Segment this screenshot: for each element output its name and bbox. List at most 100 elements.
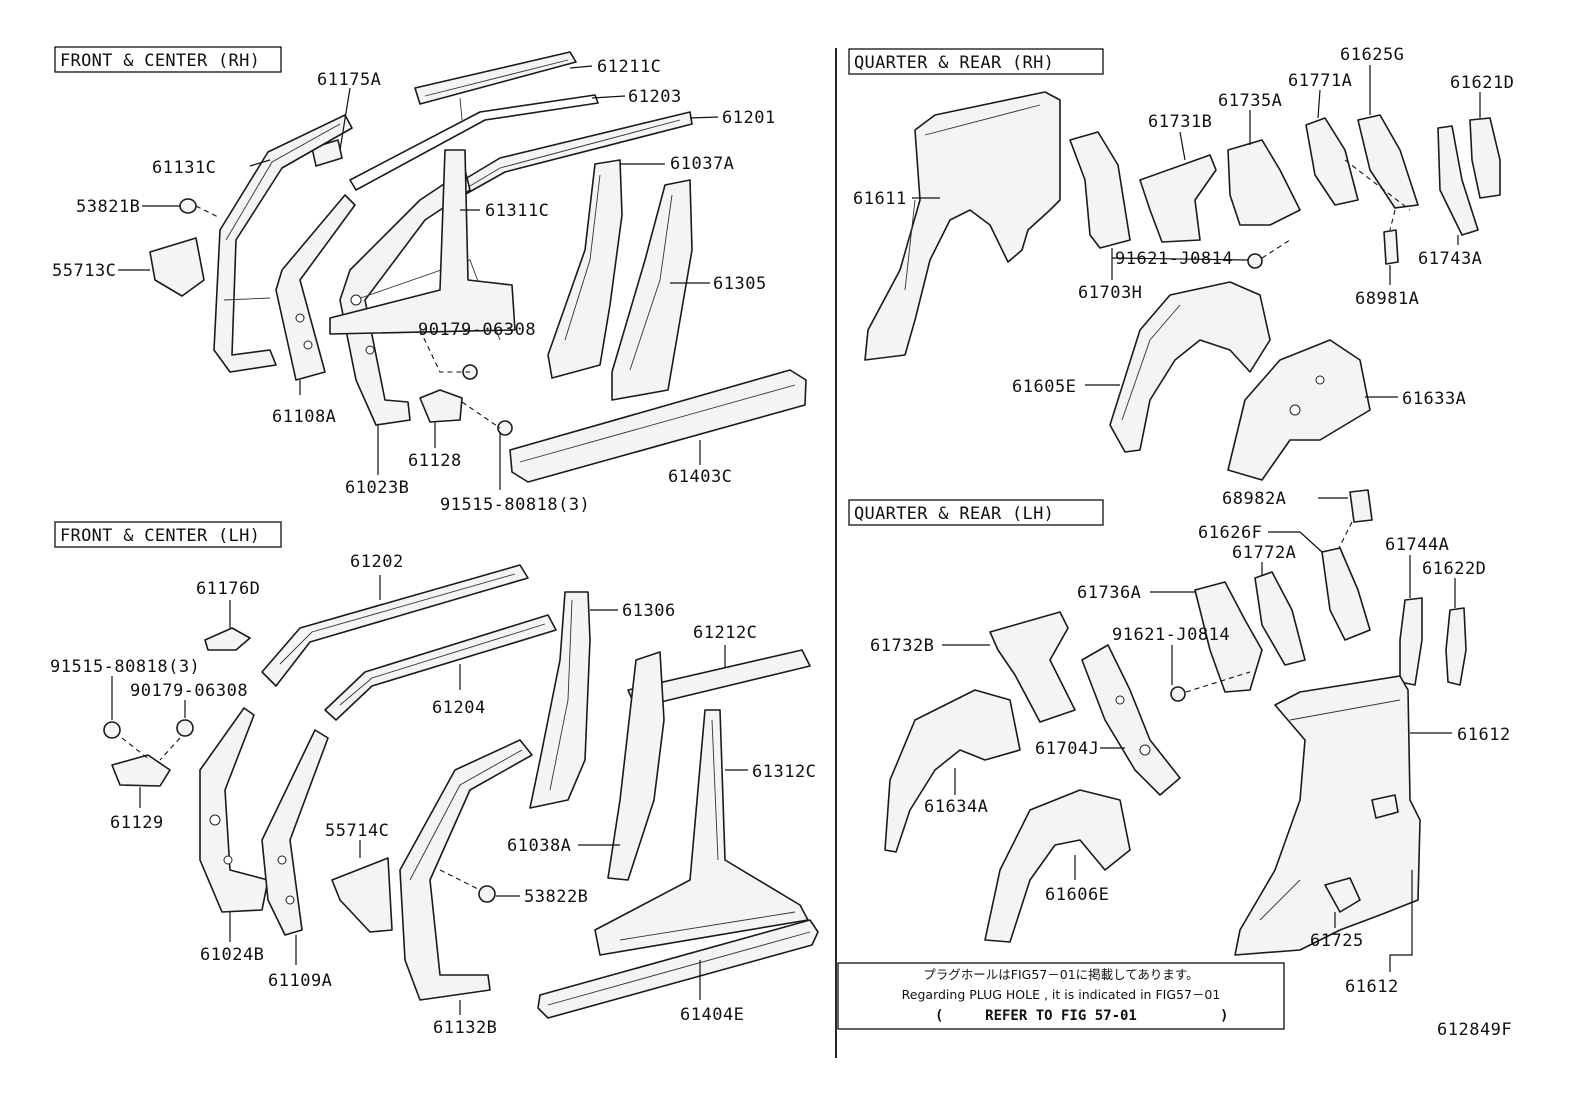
label-61108A: 61108A xyxy=(272,407,336,427)
part-61131C xyxy=(213,114,353,373)
part-61621D xyxy=(1469,117,1501,199)
leader-lines xyxy=(111,65,1481,1015)
part-61132B xyxy=(399,739,533,1001)
part-61203 xyxy=(349,94,599,191)
label-61744A: 61744A xyxy=(1385,535,1449,555)
label-61312C: 61312C xyxy=(752,762,816,782)
label-61732B: 61732B xyxy=(870,636,934,656)
part-61605E xyxy=(1109,281,1271,453)
part-61732B xyxy=(989,611,1076,723)
part-91621-rh xyxy=(1247,253,1263,269)
part-61305 xyxy=(611,179,693,401)
label-91621-J0814-lh: 91621-J0814 xyxy=(1112,625,1230,645)
part-68982A xyxy=(1349,489,1373,523)
part-61626F xyxy=(1321,547,1371,641)
label-61204: 61204 xyxy=(432,698,486,718)
label-61176D: 61176D xyxy=(196,579,260,599)
section-quarter-rear-lh: QUARTER & REAR (LH) xyxy=(848,499,1104,526)
label-61634A: 61634A xyxy=(924,797,988,817)
label-61621D: 61621D xyxy=(1450,73,1514,93)
part-labels: 61211C 61203 61201 61175A 61131C 53821B … xyxy=(50,45,1514,1038)
section-title-front-center-lh: FRONT & CENTER (LH) xyxy=(60,526,260,546)
label-61129: 61129 xyxy=(110,813,164,833)
label-61306: 61306 xyxy=(622,601,676,621)
figure-id: 612849F xyxy=(1437,1020,1512,1040)
section-title-front-center-rh: FRONT & CENTER (RH) xyxy=(60,51,260,71)
label-61704J: 61704J xyxy=(1035,739,1099,759)
part-61311C xyxy=(329,149,516,335)
label-61771A: 61771A xyxy=(1288,71,1352,91)
part-61744A xyxy=(1399,597,1423,686)
label-61201: 61201 xyxy=(722,108,776,128)
label-61633A: 61633A xyxy=(1402,389,1466,409)
label-61772A: 61772A xyxy=(1232,543,1296,563)
label-61175A: 61175A xyxy=(317,70,381,90)
part-61024B xyxy=(199,707,269,913)
label-61606E: 61606E xyxy=(1045,885,1109,905)
label-61731B: 61731B xyxy=(1148,112,1212,132)
part-61772A xyxy=(1254,571,1306,666)
part-61108A xyxy=(275,194,356,381)
label-91515-80818-lh: 91515-80818(3) xyxy=(50,657,200,677)
label-61605E: 61605E xyxy=(1012,377,1076,397)
note-line-japanese: プラグホールはFIG57－01に掲載してあります。 xyxy=(923,967,1198,982)
part-61109A xyxy=(261,729,329,936)
fuel-door-outline xyxy=(1371,794,1399,819)
part-90179-lh xyxy=(176,719,194,737)
part-61704J xyxy=(1081,644,1181,796)
label-61612-bottom: 61612 xyxy=(1345,977,1399,997)
part-68981A xyxy=(1383,229,1399,265)
label-61023B: 61023B xyxy=(345,478,409,498)
label-61311C: 61311C xyxy=(485,201,549,221)
section-front-center-rh: FRONT & CENTER (RH) xyxy=(54,46,282,73)
label-53821B: 53821B xyxy=(76,197,140,217)
section-quarter-rear-rh: QUARTER & REAR (RH) xyxy=(848,48,1104,75)
part-61606E xyxy=(984,789,1131,943)
label-61203: 61203 xyxy=(628,87,682,107)
section-title-quarter-rear-rh: QUARTER & REAR (RH) xyxy=(854,53,1054,73)
part-61204 xyxy=(324,614,557,721)
label-90179-06308-rh: 90179-06308 xyxy=(418,320,536,340)
label-61703H: 61703H xyxy=(1078,283,1142,303)
label-61211C: 61211C xyxy=(597,57,661,77)
label-61024B: 61024B xyxy=(200,945,264,965)
part-61625G xyxy=(1357,114,1419,209)
label-61131C: 61131C xyxy=(152,158,216,178)
part-55714C xyxy=(331,857,393,933)
label-61736A: 61736A xyxy=(1077,583,1141,603)
label-90179-06308-lh: 90179-06308 xyxy=(130,681,248,701)
label-61202: 61202 xyxy=(350,552,404,572)
part-61612 xyxy=(1234,675,1421,956)
label-61404E: 61404E xyxy=(680,1005,744,1025)
part-53821B xyxy=(179,198,197,214)
part-53822B xyxy=(478,885,496,903)
label-61212C: 61212C xyxy=(693,623,757,643)
label-55714C: 55714C xyxy=(325,821,389,841)
part-61725 xyxy=(1324,877,1361,913)
label-61612-top: 61612 xyxy=(1457,725,1511,745)
part-61176D xyxy=(204,627,251,651)
label-61626F: 61626F xyxy=(1198,523,1262,543)
note-reference: REFER TO FIG 57-01 xyxy=(985,1008,1137,1024)
note-line-english: Regarding PLUG HOLE , it is indicated in… xyxy=(902,987,1221,1002)
part-61611 xyxy=(864,91,1061,361)
part-61634A xyxy=(884,689,1021,853)
label-55713C: 55713C xyxy=(52,261,116,281)
section-title-quarter-rear-lh: QUARTER & REAR (LH) xyxy=(854,504,1054,524)
label-61109A: 61109A xyxy=(268,971,332,991)
label-61037A: 61037A xyxy=(670,154,734,174)
label-61305: 61305 xyxy=(713,274,767,294)
part-61731B xyxy=(1139,154,1217,243)
part-61128 xyxy=(419,389,463,423)
note-close-paren: ) xyxy=(1220,1008,1228,1024)
label-61743A: 61743A xyxy=(1418,249,1482,269)
part-61129 xyxy=(111,754,171,787)
label-61128: 61128 xyxy=(408,451,462,471)
part-91621-lh xyxy=(1170,686,1186,702)
note-open-paren: ( xyxy=(935,1008,943,1024)
part-61622D xyxy=(1445,607,1467,686)
plug-hole-note: プラグホールはFIG57－01に掲載してあります。 Regarding PLUG… xyxy=(837,962,1285,1030)
part-61743A xyxy=(1437,125,1479,236)
label-61403C: 61403C xyxy=(668,467,732,487)
